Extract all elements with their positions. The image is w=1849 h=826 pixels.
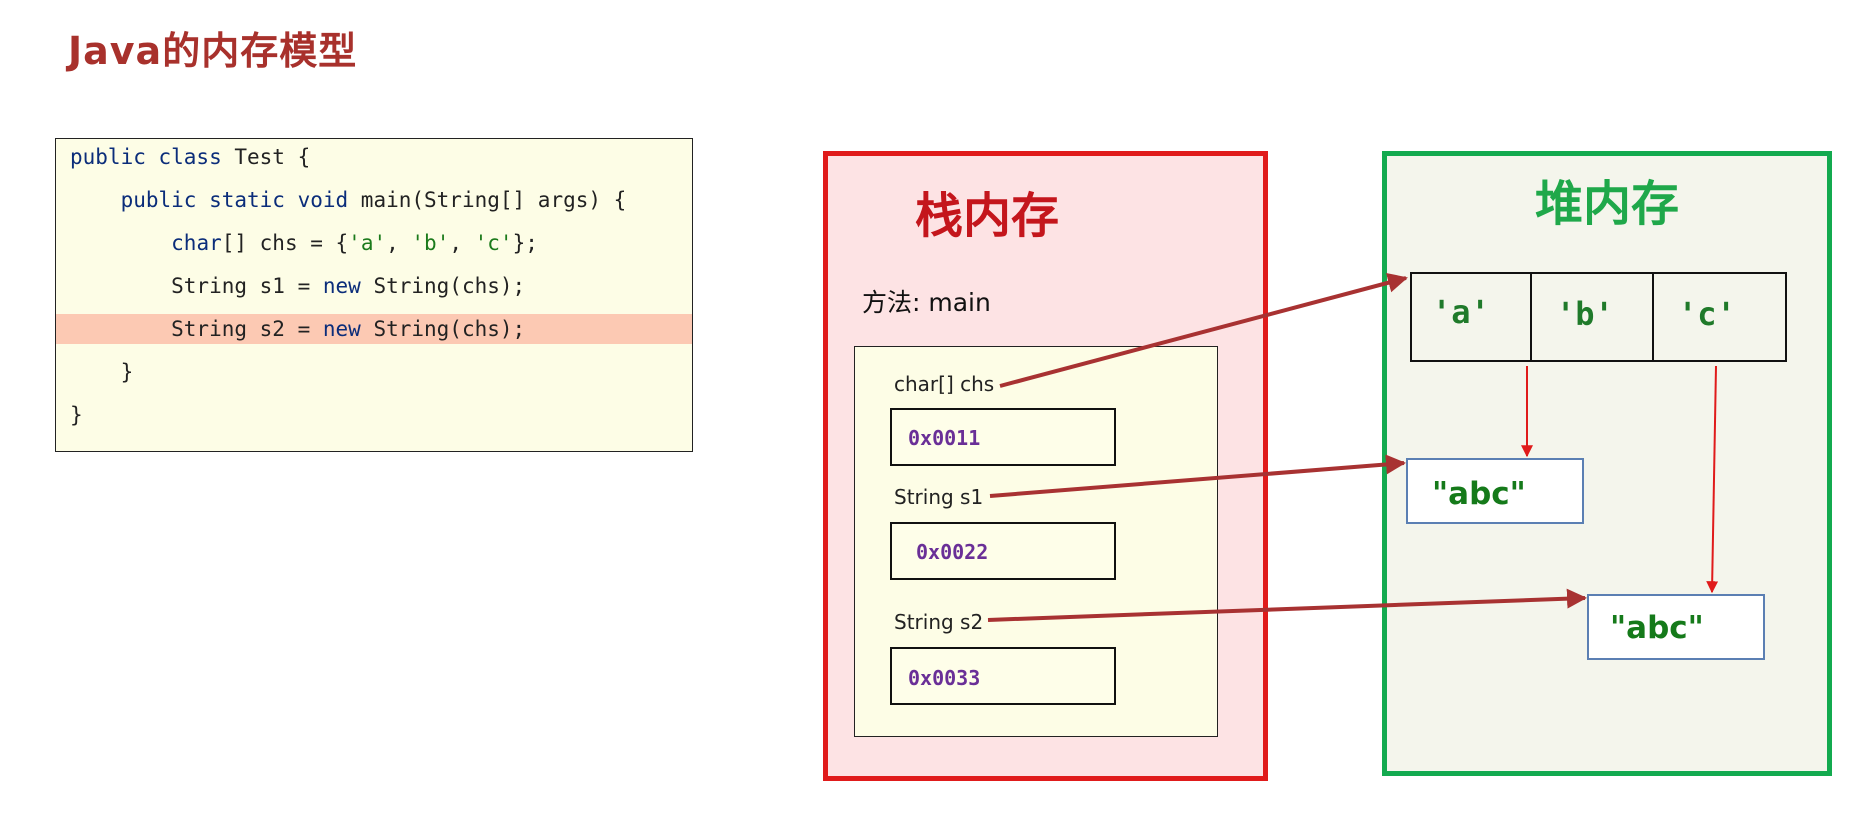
code-token: new bbox=[322, 317, 374, 341]
code-line: String s1 = new String(chs); bbox=[56, 271, 692, 301]
char-value-c: 'c' bbox=[1678, 295, 1736, 333]
code-token: new bbox=[322, 274, 374, 298]
char-value-b: 'b' bbox=[1556, 295, 1614, 333]
address-box-s2 bbox=[890, 647, 1116, 705]
arrow-string-2-to-chars bbox=[1706, 365, 1719, 594]
heap-string-value-1: "abc" bbox=[1432, 476, 1526, 512]
code-token: 'b' bbox=[411, 231, 450, 255]
address-box-s1 bbox=[890, 522, 1116, 580]
code-panel: public class Test { public static void m… bbox=[55, 138, 693, 452]
code-token: public class bbox=[70, 145, 235, 169]
code-token: }; bbox=[512, 231, 538, 255]
stack-memory-title: 栈内存 bbox=[915, 188, 1060, 244]
code-token: char bbox=[171, 231, 222, 255]
code-token: String(chs); bbox=[373, 317, 526, 341]
code-token: 'c' bbox=[474, 231, 513, 255]
char-value-a: 'a' bbox=[1432, 293, 1490, 331]
char-array-cell-c bbox=[1652, 272, 1787, 362]
heap-string-value-2: "abc" bbox=[1610, 610, 1704, 646]
code-line: } bbox=[56, 357, 692, 387]
code-token: , bbox=[386, 231, 412, 255]
var-label-s2: String s2 bbox=[894, 610, 984, 634]
code-token: 'a' bbox=[348, 231, 387, 255]
char-array-cell-b bbox=[1530, 272, 1654, 362]
page-title: Java的内存模型 bbox=[68, 29, 358, 73]
code-token: String(chs); bbox=[373, 274, 526, 298]
code-line: String s2 = new String(chs); bbox=[56, 314, 692, 344]
code-token: , bbox=[449, 231, 475, 255]
var-label-s1: String s1 bbox=[894, 485, 984, 509]
code-token: String s2 = bbox=[70, 317, 323, 341]
code-token: public static void bbox=[120, 188, 361, 212]
arrow-s1-to-string-1 bbox=[989, 454, 1406, 498]
code-token: Test { bbox=[234, 145, 311, 169]
code-token: String s1 = bbox=[70, 274, 323, 298]
arrow-chs-to-char-array bbox=[999, 272, 1408, 388]
code-line: } bbox=[56, 400, 692, 430]
code-token: main(String[] args) { bbox=[360, 188, 627, 212]
code-line: public class Test { bbox=[56, 142, 692, 172]
code-line: char[] chs = {'a', 'b', 'c'}; bbox=[56, 228, 692, 258]
heap-string-object-1 bbox=[1406, 458, 1584, 524]
code-token: } bbox=[70, 403, 83, 427]
address-value-s2: 0x0033 bbox=[908, 666, 981, 690]
arrow-s2-to-string-2 bbox=[987, 588, 1587, 622]
code-token: [] chs = { bbox=[221, 231, 349, 255]
var-label-chs: char[] chs bbox=[894, 372, 995, 396]
address-value-s1: 0x0022 bbox=[916, 540, 989, 564]
code-token: } bbox=[70, 360, 134, 384]
address-box-chs bbox=[890, 408, 1116, 466]
heap-string-object-2 bbox=[1587, 594, 1765, 660]
heap-memory-title: 堆内存 bbox=[1535, 176, 1680, 232]
method-label: 方法: main bbox=[862, 288, 991, 317]
code-line: public static void main(String[] args) { bbox=[56, 185, 692, 215]
address-value-chs: 0x0011 bbox=[908, 426, 981, 450]
